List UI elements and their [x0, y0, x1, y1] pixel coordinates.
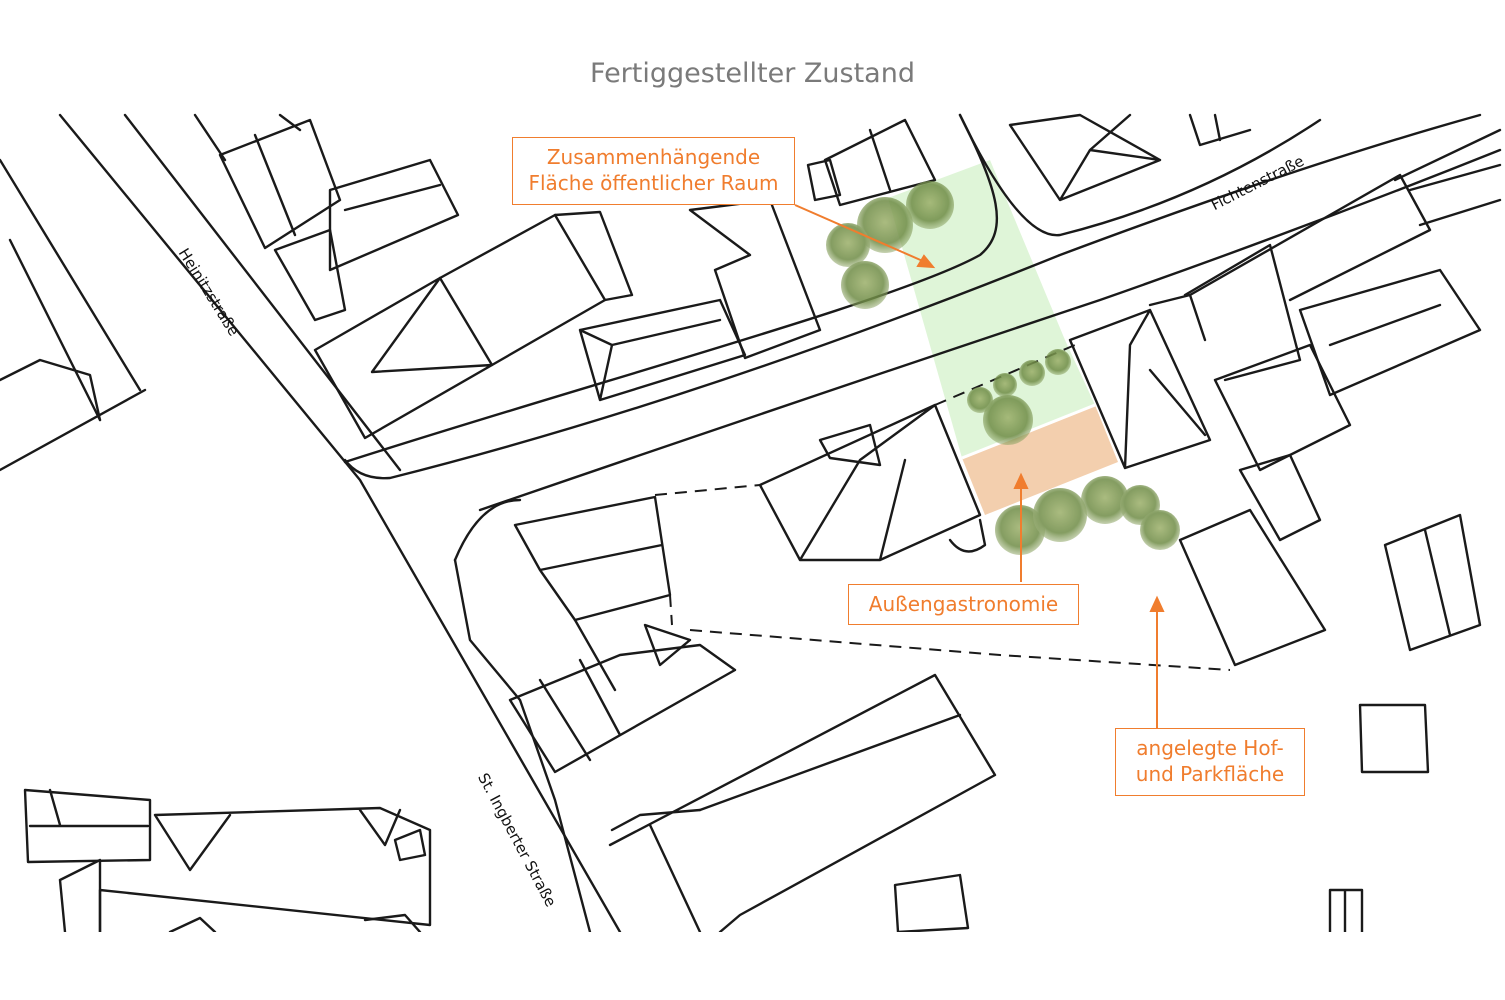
callout-outdoor-gastronomy: Außengastronomie [848, 584, 1079, 625]
page-title: Fertiggestellter Zustand [590, 58, 915, 89]
road-heinitzstrasse [58, 113, 622, 932]
callout-courtyard-parking: angelegte Hof- und Parkfläche [1115, 728, 1305, 796]
callout-public-space-line1: Zusammenhängende [546, 145, 761, 169]
outdoor-gastronomy-area [962, 405, 1118, 515]
buildings [23, 113, 1502, 932]
callout-courtyard-line2: und Parkfläche [1135, 762, 1285, 786]
callout-outdoor-gastronomy-label: Außengastronomie [868, 592, 1059, 616]
public-space-area [888, 160, 1095, 458]
callout-public-space-line2: Fläche öffentlicher Raum [528, 171, 779, 195]
callout-arrows [794, 204, 1165, 728]
callout-courtyard-line1: angelegte Hof- [1136, 736, 1284, 760]
callout-public-space: Zusammenhängende Fläche öffentlicher Rau… [512, 137, 795, 205]
